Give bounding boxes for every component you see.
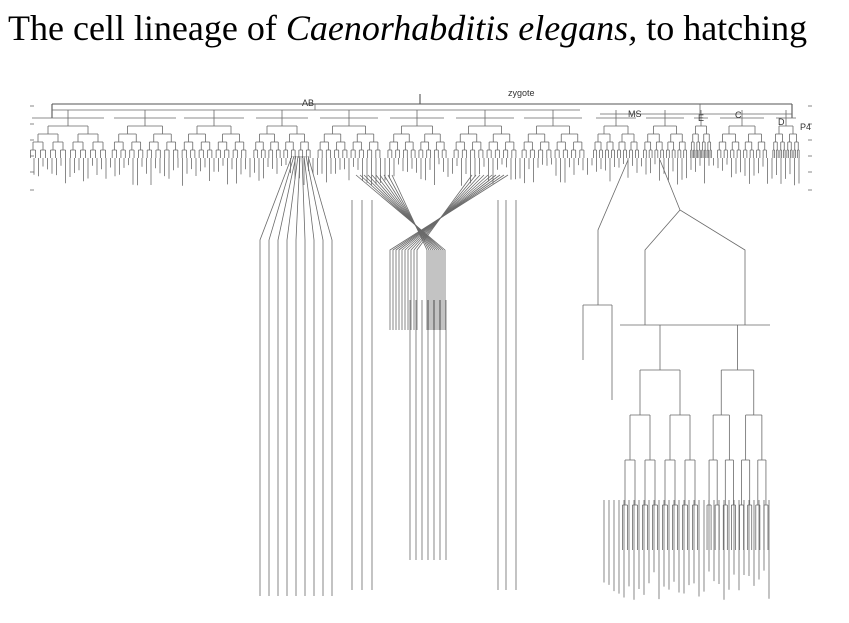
lineage-dense-upper-tree <box>30 105 812 191</box>
founder-label-d: D <box>778 117 785 127</box>
founder-label-ms: MS <box>628 109 642 119</box>
lineage-extended-lower-branches <box>259 155 770 600</box>
title-prefix: The cell lineage of <box>8 8 286 48</box>
title-suffix: to hatching <box>637 8 808 48</box>
title-species: Caenorhabditis elegans, <box>285 8 638 48</box>
founder-label-e: E <box>698 113 704 123</box>
root-label-zygote: zygote <box>508 88 535 98</box>
founder-label-c: C <box>735 110 742 120</box>
slide-title: The cell lineage of Caenorhabditis elega… <box>8 4 807 52</box>
founder-label-p4: P4 <box>800 122 811 132</box>
founder-label-ab: AB <box>302 98 314 108</box>
lineage-top-branches <box>51 94 793 118</box>
